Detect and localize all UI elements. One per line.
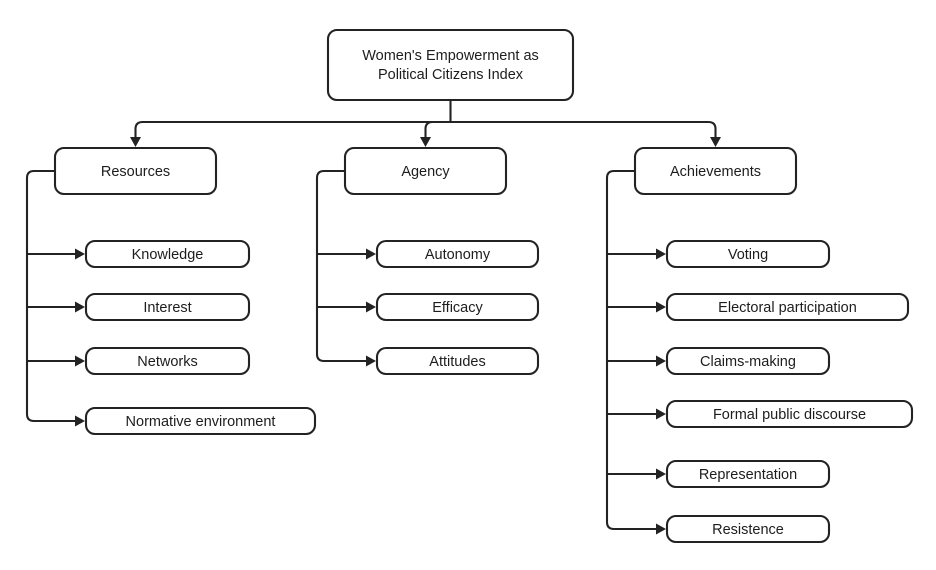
node-voting[interactable]: Voting <box>665 239 831 269</box>
arrow-root-to-achievements <box>710 137 721 147</box>
arrow-resources-to-normative-environment <box>75 415 85 427</box>
node-knowledge-label: Knowledge <box>132 247 204 263</box>
node-resources[interactable]: Resources <box>53 146 218 196</box>
node-interest-label: Interest <box>143 300 191 316</box>
trunk-resources <box>25 169 55 423</box>
node-electoral-participation-box[interactable] <box>665 292 910 322</box>
node-autonomy-label: Autonomy <box>425 247 491 263</box>
node-efficacy-label: Efficacy <box>432 300 483 316</box>
arrow-resources-to-knowledge <box>75 248 85 260</box>
node-claims-making[interactable]: Claims-making <box>665 346 831 376</box>
arrow-achievements-to-voting <box>656 248 666 260</box>
arrow-achievements-to-claims-making <box>656 355 666 367</box>
node-resistence-label: Resistence <box>712 522 784 538</box>
arrow-root-to-agency <box>420 137 431 147</box>
arrow-resources-to-networks <box>75 355 85 367</box>
node-knowledge-box[interactable] <box>84 239 251 269</box>
trunk-achievements <box>605 169 635 531</box>
node-achievements[interactable]: Achievements <box>633 146 798 196</box>
arrow-achievements-to-electoral-participation <box>656 301 666 313</box>
node-achievements-label: Achievements <box>670 164 761 180</box>
node-autonomy-box[interactable] <box>375 239 540 269</box>
edge-root-to-agency <box>424 120 451 137</box>
node-networks-box[interactable] <box>84 346 251 376</box>
node-resistence-box[interactable] <box>665 514 831 544</box>
node-autonomy[interactable]: Autonomy <box>375 239 540 269</box>
node-networks-label: Networks <box>137 354 197 370</box>
arrow-resources-to-interest <box>75 301 85 313</box>
arrow-achievements-to-resistence <box>656 523 666 535</box>
node-root-box[interactable] <box>326 28 575 102</box>
node-resources-box[interactable] <box>53 146 218 196</box>
node-attitudes[interactable]: Attitudes <box>375 346 540 376</box>
node-normative-environment-label: Normative environment <box>126 414 276 430</box>
node-representation-box[interactable] <box>665 459 831 489</box>
node-achievements-box[interactable] <box>633 146 798 196</box>
arrow-achievements-to-formal-public-discourse <box>656 408 666 420</box>
node-representation-label: Representation <box>699 467 797 483</box>
arrow-agency-to-autonomy <box>366 248 376 260</box>
node-agency[interactable]: Agency <box>343 146 508 196</box>
arrow-achievements-to-representation <box>656 468 666 480</box>
node-resistence[interactable]: Resistence <box>665 514 831 544</box>
node-agency-box[interactable] <box>343 146 508 196</box>
node-efficacy[interactable]: Efficacy <box>375 292 540 322</box>
trunk-agency <box>315 169 345 363</box>
node-attitudes-label: Attitudes <box>429 354 485 370</box>
node-claims-making-label: Claims-making <box>700 354 796 370</box>
node-agency-label: Agency <box>401 164 450 180</box>
node-formal-public-discourse[interactable]: Formal public discourse <box>665 399 914 429</box>
edge-root-to-resources <box>134 120 451 137</box>
arrow-agency-to-efficacy <box>366 301 376 313</box>
node-claims-making-box[interactable] <box>665 346 831 376</box>
node-representation[interactable]: Representation <box>665 459 831 489</box>
node-efficacy-box[interactable] <box>375 292 540 322</box>
node-interest[interactable]: Interest <box>84 292 251 322</box>
node-electoral-participation-label: Electoral participation <box>718 300 857 316</box>
node-normative-environment-box[interactable] <box>84 406 317 436</box>
node-formal-public-discourse-label: Formal public discourse <box>713 407 866 423</box>
edges-layer <box>25 100 721 535</box>
arrow-agency-to-attitudes <box>366 355 376 367</box>
node-networks[interactable]: Networks <box>84 346 251 376</box>
node-voting-label: Voting <box>728 247 768 263</box>
node-normative-environment[interactable]: Normative environment <box>84 406 317 436</box>
node-attitudes-box[interactable] <box>375 346 540 376</box>
node-interest-box[interactable] <box>84 292 251 322</box>
arrow-root-to-resources <box>130 137 141 147</box>
node-resources-label: Resources <box>101 164 170 180</box>
edge-root-to-achievements <box>450 120 717 137</box>
node-voting-box[interactable] <box>665 239 831 269</box>
node-knowledge[interactable]: Knowledge <box>84 239 251 269</box>
node-electoral-participation[interactable]: Electoral participation <box>665 292 910 322</box>
node-formal-public-discourse-box[interactable] <box>665 399 914 429</box>
